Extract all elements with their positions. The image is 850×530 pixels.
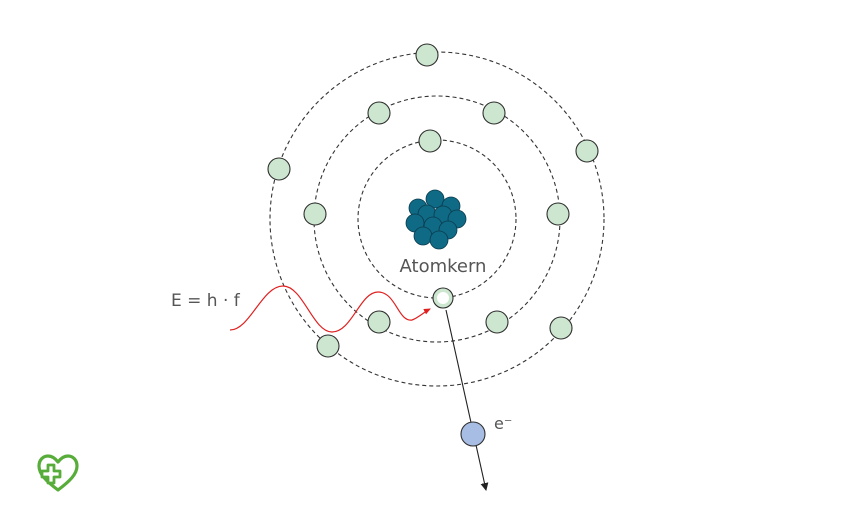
electron bbox=[576, 140, 598, 162]
electron bbox=[419, 130, 441, 152]
photon-energy-label: E = h · f bbox=[171, 291, 241, 311]
electron bbox=[268, 158, 290, 180]
electron bbox=[550, 317, 572, 339]
nucleon bbox=[430, 231, 448, 249]
electron bbox=[304, 203, 326, 225]
nucleus-label: Atomkern bbox=[400, 256, 487, 277]
photon-wave bbox=[230, 286, 430, 332]
free-electron-label: e⁻ bbox=[494, 414, 512, 433]
electron bbox=[486, 311, 508, 333]
electron bbox=[317, 335, 339, 357]
electron bbox=[416, 44, 438, 66]
heart-cross-logo-icon bbox=[39, 456, 77, 490]
nucleon bbox=[414, 227, 432, 245]
free-electron bbox=[461, 422, 485, 446]
electron bbox=[483, 102, 505, 124]
vacancy-hole bbox=[437, 292, 449, 304]
electron bbox=[368, 102, 390, 124]
nucleus bbox=[406, 190, 466, 249]
electron bbox=[368, 311, 390, 333]
electron-vacancy bbox=[433, 288, 453, 308]
electron bbox=[547, 203, 569, 225]
electron-trajectory-arrow bbox=[446, 310, 486, 490]
